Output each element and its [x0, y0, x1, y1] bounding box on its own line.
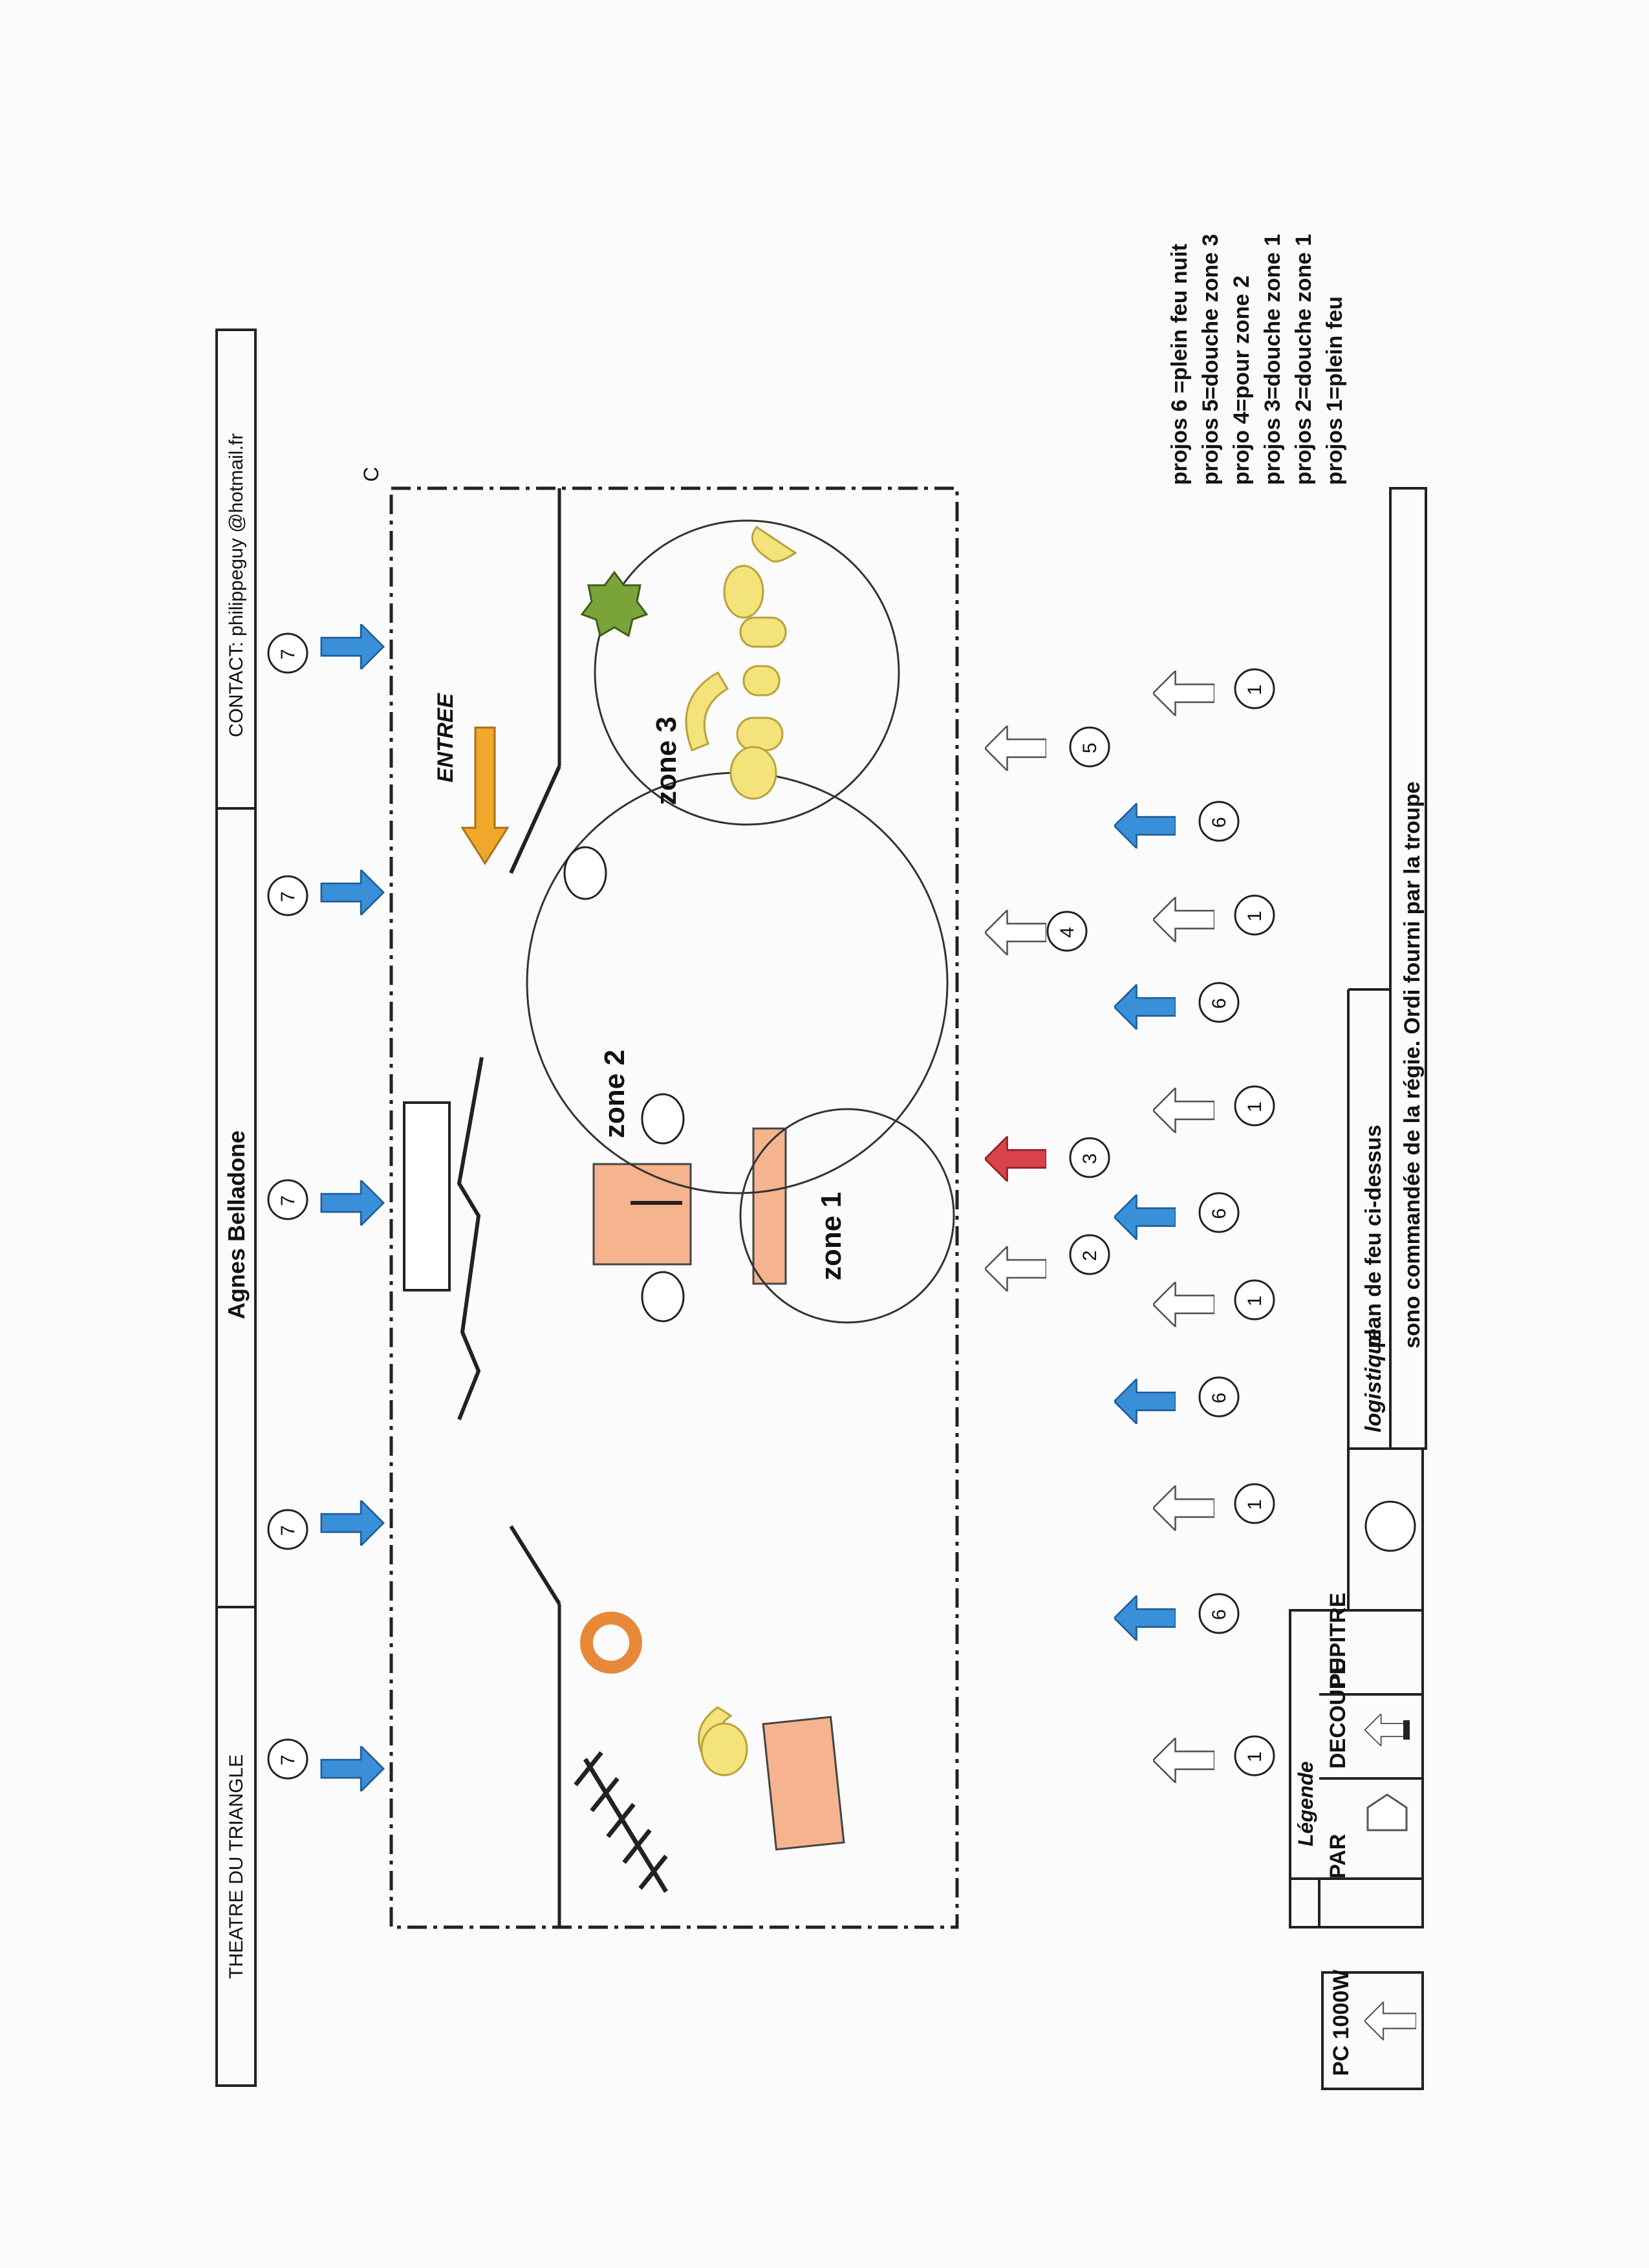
tall-cabinet — [592, 1163, 692, 1266]
entree-arrow — [460, 726, 510, 865]
projector-1-pc: 1 — [1153, 1483, 1275, 1531]
stool — [563, 846, 607, 900]
projector-number: 1 — [1244, 684, 1266, 695]
projector-number: 2 — [1079, 1250, 1101, 1261]
projector-number: 1 — [1244, 1751, 1266, 1762]
projector-6-pc: 6 — [1114, 1593, 1240, 1641]
zone-2-circle — [526, 772, 949, 1194]
projector-number: 7 — [277, 891, 299, 902]
desk — [762, 1716, 845, 1851]
entree-label: ENTREE — [433, 693, 458, 783]
projector-5: 5 — [985, 726, 1110, 771]
projector-number: 6 — [1209, 1208, 1230, 1219]
projector-number: 7 — [277, 1755, 299, 1766]
projector-6-pc: 6 — [1114, 1192, 1240, 1240]
projector-7-c: 7 — [267, 1179, 385, 1226]
legend-item: projos 3=douche zone 1 — [1260, 234, 1285, 485]
stool — [641, 1093, 685, 1145]
projector-number: 7 — [277, 1195, 299, 1206]
key-par-label: PAR — [1326, 1834, 1350, 1879]
header-middle: Agnes Belladone — [223, 1130, 250, 1319]
legend-item: projo 4=pour zone 2 — [1229, 275, 1254, 485]
zone-1-label: zone 1 — [815, 1192, 847, 1280]
projector-number: 1 — [1244, 1499, 1266, 1510]
ladder-icon — [574, 1751, 668, 1893]
projector-7-a: 7 — [267, 1738, 385, 1791]
projector-1-pc: 1 — [1153, 1279, 1275, 1327]
stage: ENTREE zone 1 zone 2 zone 3 — [389, 486, 959, 1929]
key-decoupe-label: DECOUPE — [1326, 1660, 1350, 1769]
logistique-line-2: sono commandée de la régie. Ordi fourni … — [1400, 781, 1425, 1348]
projector-number: 4 — [1057, 927, 1078, 938]
projector-6-pc: 6 — [1114, 1376, 1240, 1424]
zone1-chair — [698, 1706, 748, 1777]
projector-1-pc: 1 — [1153, 1735, 1275, 1783]
projector-3: 3 — [985, 1136, 1110, 1182]
projector-7-e: 7 — [267, 624, 385, 674]
corner-mark: C — [360, 467, 383, 482]
zone3-furniture — [685, 525, 797, 800]
legend-item: projos 5=douche zone 3 — [1198, 234, 1223, 485]
projector-6-pc: 6 — [1114, 982, 1240, 1030]
pupitre-icon — [1364, 1500, 1416, 1552]
projector-number: 1 — [1244, 1295, 1266, 1306]
ring-icon — [580, 1612, 642, 1674]
platform — [752, 1127, 787, 1285]
key-title: Légende — [1294, 1761, 1317, 1846]
projector-4: 4 — [985, 910, 1088, 955]
header-banner: THEATRE DU TRIANGLE Agnes Belladone CONT… — [215, 329, 257, 2087]
logistique-title: logistique — [1361, 1328, 1386, 1432]
zone-3-circle — [594, 519, 900, 826]
projector-1-pc: 1 — [1153, 1085, 1275, 1133]
decoupe-icon — [1364, 1714, 1410, 1746]
logistique-line-1: plan de feu ci-dessus — [1361, 1125, 1386, 1348]
projector-number: 3 — [1079, 1153, 1101, 1164]
zone-2-label: zone 2 — [599, 1050, 630, 1138]
pc-projector-row: 1 6 1 6 1 6 1 6 1 6 1 — [1114, 668, 1275, 1783]
projector-1-pc: 1 — [1153, 668, 1275, 716]
projector-number: 7 — [277, 649, 299, 660]
key-pupitre-label: PUPITRE — [1326, 1593, 1350, 1688]
legend-item: projos 6 =plein feu nuit — [1167, 244, 1192, 485]
plant-icon — [580, 570, 649, 638]
par-icon — [1366, 1793, 1408, 1831]
projector-6-pc: 6 — [1114, 801, 1240, 848]
stool — [641, 1271, 685, 1323]
header-left: THEATRE DU TRIANGLE — [226, 1755, 247, 1979]
projector-7-b: 7 — [267, 1500, 385, 1550]
projector-number: 6 — [1209, 998, 1230, 1009]
projector-2: 2 — [985, 1234, 1110, 1291]
projector-number: 1 — [1244, 1101, 1266, 1112]
projector-number: 5 — [1079, 742, 1101, 753]
key-box: PC 1000W Légende PAR DECOUPE PUPITRE log… — [1289, 487, 1427, 2090]
front-projector-row: 2 3 4 5 — [985, 726, 1110, 1291]
projector-number: 6 — [1209, 817, 1230, 828]
zone-1-circle — [739, 1108, 955, 1324]
zone-3-label: zone 3 — [651, 717, 682, 805]
header-right: CONTACT: philippeguy @hotmail.fr — [226, 433, 247, 737]
projector-number: 6 — [1209, 1609, 1230, 1620]
projector-number: 6 — [1209, 1392, 1230, 1403]
legend-item: projos 1=plein feu — [1322, 296, 1347, 485]
projector-1-pc: 1 — [1153, 894, 1275, 942]
top-projector-row: 7 7 7 7 7 — [267, 624, 385, 1791]
projector-number: 1 — [1244, 911, 1266, 922]
projector-number: 7 — [277, 1525, 299, 1536]
legend-item: projos 2=douche zone 1 — [1291, 234, 1316, 485]
key-pc-label: PC 1000W — [1329, 1969, 1353, 2076]
projector-7-d: 7 — [267, 870, 385, 916]
